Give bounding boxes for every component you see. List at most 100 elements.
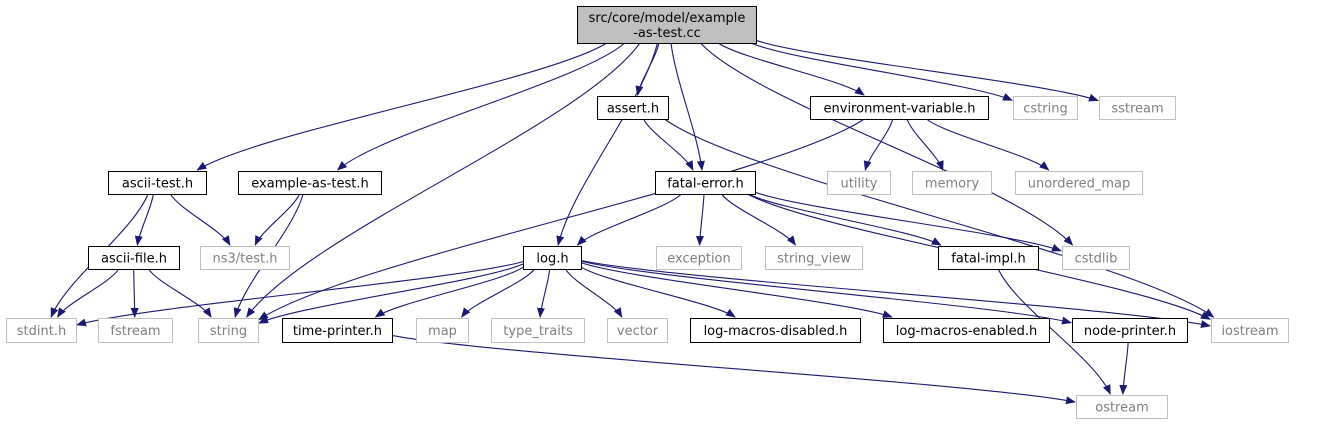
node-box-environment-variable xyxy=(810,96,989,120)
node-utility: utility xyxy=(827,171,891,195)
edge-ascii-file-to-stdint xyxy=(57,268,120,318)
node-fstream: fstream xyxy=(98,318,173,343)
edge-root-to-cstring xyxy=(750,42,1013,101)
node-label-root-line-2: -as-test.cc xyxy=(633,26,701,41)
node-box-vector xyxy=(607,318,668,343)
edge-node-printer-to-ostream xyxy=(1119,341,1129,395)
node-box-node-printer xyxy=(1072,318,1188,343)
edge-log-to-time-printer xyxy=(374,266,524,318)
edge-fatal-error-to-exception xyxy=(695,193,705,246)
node-box-cstdlib xyxy=(1062,246,1130,270)
node-sstream: sstream xyxy=(1099,96,1176,120)
node-label-string-view: string_view xyxy=(777,252,851,267)
node-box-fatal-error xyxy=(655,171,756,195)
node-label-example-as-test: example-as-test.h xyxy=(251,177,368,192)
edges-layer xyxy=(50,39,1215,405)
node-ascii-file[interactable]: ascii-file.h xyxy=(88,246,180,270)
node-box-unordered-map xyxy=(1015,171,1143,195)
edge-log-to-node-printer xyxy=(580,260,1072,325)
edge-root-to-cstdlib xyxy=(700,42,1074,246)
node-ascii-test[interactable]: ascii-test.h xyxy=(108,171,207,195)
node-unordered-map: unordered_map xyxy=(1015,171,1143,195)
node-label-root-line-1: src/core/model/example xyxy=(589,11,746,26)
node-box-example-as-test xyxy=(238,171,382,195)
node-iostream: iostream xyxy=(1211,318,1289,343)
node-log-macros-disabled[interactable]: log-macros-disabled.h xyxy=(690,318,861,343)
node-box-stdint xyxy=(6,318,77,343)
edge-fatal-error-to-string-view xyxy=(721,193,796,246)
node-box-cstring xyxy=(1013,96,1078,120)
node-label-string: string xyxy=(210,324,247,339)
node-label-stdint: stdint.h xyxy=(17,324,66,339)
node-box-memory xyxy=(912,171,992,195)
node-box-type-traits xyxy=(491,318,585,343)
node-box-ns3-test xyxy=(200,246,290,270)
node-box-fstream xyxy=(98,318,173,343)
node-assert[interactable]: assert.h xyxy=(597,96,669,120)
node-box-ascii-file xyxy=(88,246,180,270)
node-log[interactable]: log.h xyxy=(523,246,582,270)
edge-root-to-fatal-error xyxy=(670,42,705,171)
node-box-fatal-impl xyxy=(938,246,1039,270)
edge-ascii-file-to-string xyxy=(148,268,212,318)
edge-fatal-impl-to-ostream xyxy=(997,268,1111,395)
node-label-environment-variable: environment-variable.h xyxy=(824,102,976,117)
node-box-iostream xyxy=(1211,318,1289,343)
edge-log-to-string xyxy=(258,263,524,324)
node-cstring: cstring xyxy=(1013,96,1078,120)
node-box-string xyxy=(198,318,259,343)
edge-log-to-iostream xyxy=(580,259,1211,328)
node-label-ns3-test: ns3/test.h xyxy=(213,252,278,267)
edge-root-to-example-as-test xyxy=(336,42,626,171)
node-label-log: log.h xyxy=(536,252,568,267)
node-log-macros-enabled[interactable]: log-macros-enabled.h xyxy=(883,318,1050,343)
node-box-time-printer xyxy=(282,318,393,343)
node-node-printer[interactable]: node-printer.h xyxy=(1072,318,1188,343)
node-label-type-traits: type_traits xyxy=(503,324,573,339)
edge-environment-variable-to-utility xyxy=(863,118,894,171)
node-label-node-printer: node-printer.h xyxy=(1084,324,1176,339)
node-fatal-impl[interactable]: fatal-impl.h xyxy=(938,246,1039,270)
node-box-map xyxy=(416,318,469,343)
node-label-iostream: iostream xyxy=(1221,324,1278,339)
edge-log-to-log-macros-disabled xyxy=(580,266,736,318)
node-label-utility: utility xyxy=(841,177,878,192)
node-box-ascii-test xyxy=(108,171,207,195)
edge-environment-variable-to-string xyxy=(258,118,865,321)
edge-log-to-type-traits xyxy=(536,268,551,318)
node-label-assert: assert.h xyxy=(607,102,659,117)
node-type-traits: type_traits xyxy=(491,318,585,343)
node-exception: exception xyxy=(656,246,742,270)
node-root[interactable]: src/core/model/example-as-test.cc xyxy=(577,6,757,44)
node-example-as-test[interactable]: example-as-test.h xyxy=(238,171,382,195)
node-environment-variable[interactable]: environment-variable.h xyxy=(810,96,989,120)
node-time-printer[interactable]: time-printer.h xyxy=(282,318,393,343)
node-fatal-error[interactable]: fatal-error.h xyxy=(655,171,756,195)
node-ostream: ostream xyxy=(1076,395,1168,419)
edge-assert-to-iostream xyxy=(664,118,1215,318)
node-box-exception xyxy=(656,246,742,270)
node-label-ostream: ostream xyxy=(1095,401,1149,416)
node-box-log-macros-disabled xyxy=(690,318,861,343)
node-cstdlib: cstdlib xyxy=(1062,246,1130,270)
node-label-time-printer: time-printer.h xyxy=(293,324,382,339)
edge-log-to-log-macros-enabled xyxy=(580,262,893,318)
edge-root-to-ascii-test xyxy=(196,42,608,171)
node-label-fstream: fstream xyxy=(110,324,160,339)
node-string-view: string_view xyxy=(765,246,863,270)
node-label-cstdlib: cstdlib xyxy=(1075,252,1118,267)
node-label-memory: memory xyxy=(925,177,980,192)
node-box-string-view xyxy=(765,246,863,270)
edge-time-printer-to-ostream xyxy=(391,334,1076,405)
node-box-log xyxy=(523,246,582,270)
node-stdint: stdint.h xyxy=(6,318,77,343)
edge-root-to-sstream xyxy=(755,39,1099,102)
edge-root-to-environment-variable xyxy=(717,42,865,96)
node-label-log-macros-enabled: log-macros-enabled.h xyxy=(896,324,1037,339)
edge-log-to-vector xyxy=(565,268,623,318)
node-map: map xyxy=(416,318,469,343)
node-box-sstream xyxy=(1099,96,1176,120)
edge-ascii-test-to-ns3-test xyxy=(169,193,231,246)
edge-ascii-file-to-fstream xyxy=(130,268,139,318)
